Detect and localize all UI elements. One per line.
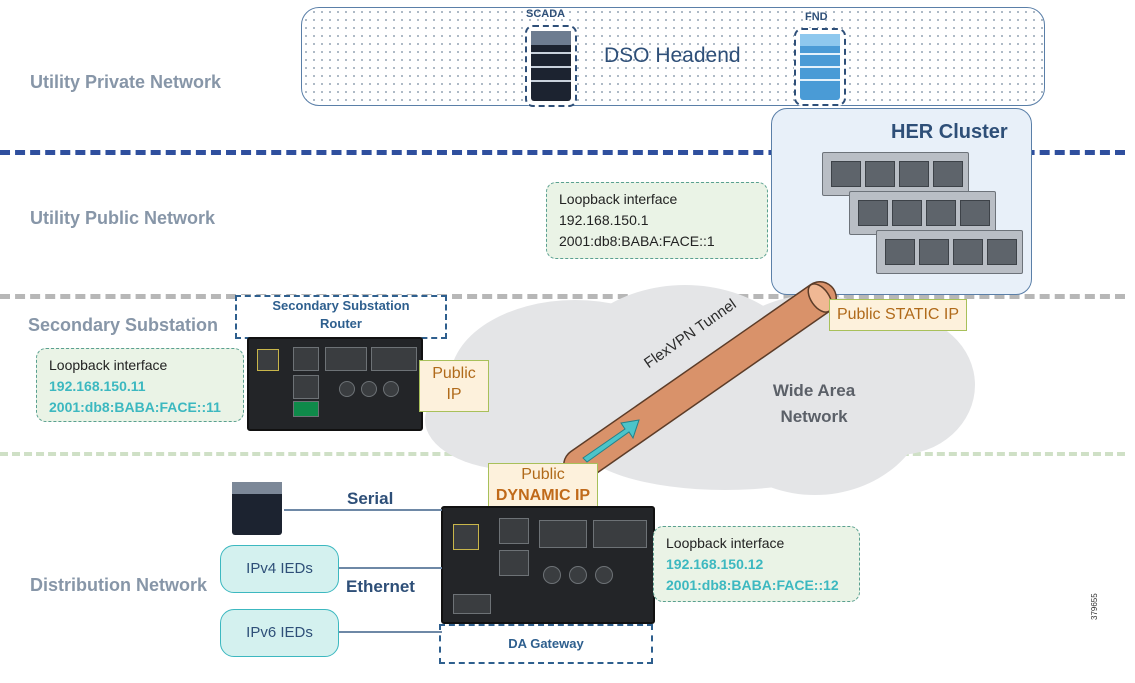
secondary-public-ip: Public IP	[419, 360, 489, 412]
secondary-loopback-title: Loopback interface	[49, 357, 168, 373]
scada-label: SCADA	[526, 8, 566, 20]
flexvpn-tunnel	[563, 281, 837, 480]
da-loopback-title: Loopback interface	[666, 535, 785, 551]
secondary-loopback-box: Loopback interface 192.168.150.11 2001:d…	[36, 348, 244, 422]
her-router-1	[822, 152, 969, 196]
wan-label-line1: Wide Area	[772, 381, 856, 400]
ipv6-ieds: IPv6 IEDs	[220, 609, 339, 657]
divider-private-public	[0, 150, 1125, 155]
figure-id: 379655	[1090, 593, 1099, 620]
da-gateway-title: DA Gateway	[439, 624, 653, 664]
her-loopback-title: Loopback interface	[559, 191, 678, 207]
zone-label-secondary: Secondary Substation	[28, 315, 219, 335]
fnd-server-icon	[794, 28, 846, 106]
secondary-loopback-ipv6: 2001:db8:BABA:FACE::11	[49, 399, 221, 415]
zone-label-private: Utility Private Network	[30, 72, 222, 92]
ethernet-link-ipv6	[339, 631, 442, 633]
da-public-dynamic-ip: Public DYNAMIC IP	[488, 463, 598, 511]
serial-link	[284, 509, 442, 511]
her-router-2	[849, 191, 996, 235]
wan-label-line2: Network	[780, 407, 848, 426]
secondary-public-ip-line2: IP	[446, 386, 462, 403]
fnd-label: FND	[805, 11, 828, 23]
serial-device-icon	[230, 480, 284, 537]
serial-label: Serial	[347, 489, 394, 508]
her-router-3	[876, 230, 1023, 274]
scada-server-icon	[525, 25, 577, 107]
divider-public-secondary	[0, 294, 1125, 299]
secondary-router-title: Secondary Substation Router	[235, 295, 447, 339]
secondary-loopback-ipv4: 192.168.150.11	[49, 378, 146, 394]
secondary-public-ip-line1: Public	[432, 365, 476, 382]
ipv4-ieds: IPv4 IEDs	[220, 545, 339, 593]
da-public-line2: DYNAMIC IP	[495, 487, 591, 504]
dso-headend	[301, 7, 1045, 106]
da-loopback-ipv4: 192.168.150.12	[666, 556, 764, 572]
headend-title: DSO Headend	[604, 44, 741, 67]
secondary-router-title-line2: Router	[320, 316, 362, 331]
zone-label-public: Utility Public Network	[30, 208, 216, 228]
wan-label: Wide Area Network	[764, 378, 864, 430]
ethernet-label: Ethernet	[346, 577, 415, 596]
da-loopback-ipv6: 2001:db8:BABA:FACE::12	[666, 577, 839, 593]
her-loopback-box: Loopback interface 192.168.150.1 2001:db…	[546, 182, 768, 259]
da-loopback-box: Loopback interface 192.168.150.12 2001:d…	[653, 526, 860, 602]
secondary-substation-router	[247, 337, 423, 431]
public-static-ip: Public STATIC IP	[829, 299, 967, 331]
ethernet-link-ipv4	[339, 567, 442, 569]
her-cluster-title: HER Cluster	[891, 121, 1008, 143]
zone-label-distribution: Distribution Network	[30, 575, 208, 595]
secondary-router-title-line1: Secondary Substation	[272, 298, 410, 313]
da-gateway-router	[441, 506, 655, 624]
her-loopback-ipv6: 2001:db8:BABA:FACE::1	[559, 233, 715, 249]
da-public-line1: Public	[521, 466, 565, 483]
her-loopback-ipv4: 192.168.150.1	[559, 212, 649, 228]
